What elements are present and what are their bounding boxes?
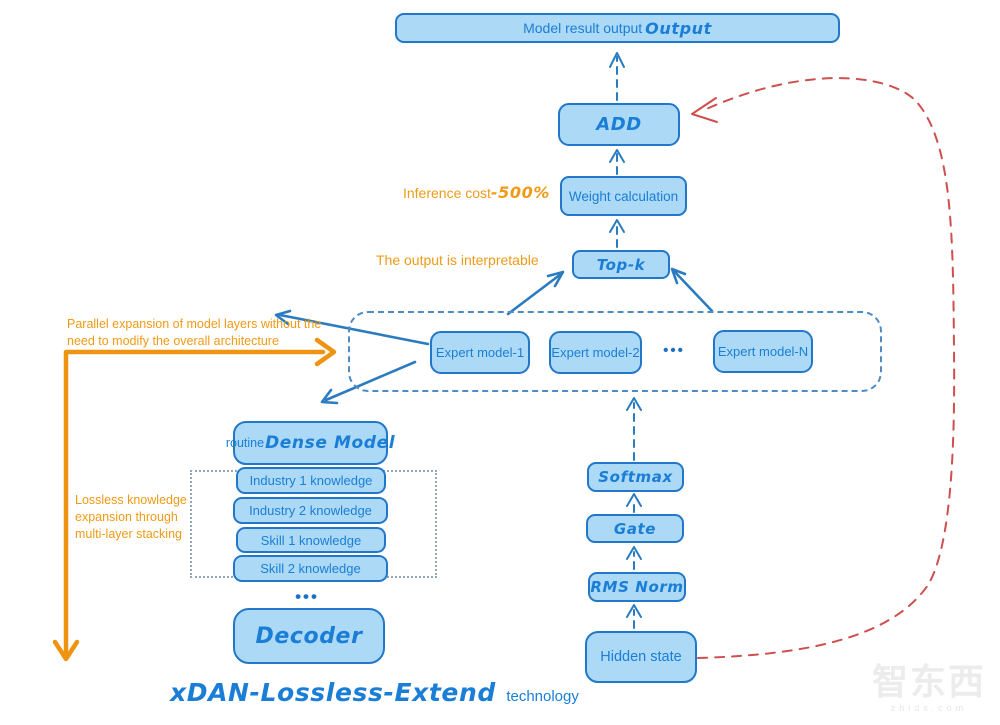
stack-ellipsis: ••• [295, 587, 319, 606]
interpretable-note: The output is interpretable [376, 252, 539, 268]
node-add: ADD [558, 103, 680, 146]
node-decoder: Decoder [233, 608, 385, 664]
arrow-gate-to-softmax [626, 493, 642, 513]
inference-cost-note: Inference cost-500% [398, 184, 550, 202]
watermark-domain: zhidx.com [890, 703, 968, 713]
footer-title-suffix: technology [506, 688, 579, 705]
node-industry1-knowledge: Industry 1 knowledge [236, 467, 386, 494]
arrow-expert1-to-topk [506, 270, 565, 316]
node-hidden-state: Hidden state [585, 631, 697, 683]
node-expert-n: Expert model-N [713, 330, 813, 373]
node-rms-norm: RMS Norm [588, 572, 686, 602]
inference-cost-value: -500% [490, 183, 550, 202]
experts-ellipsis: ••• [663, 342, 685, 359]
dense-model-prefix: routine [225, 436, 265, 450]
node-softmax: Softmax [587, 462, 684, 492]
node-expert-1: Expert model-1 [430, 331, 530, 374]
arrow-hiddenstate-to-rmsnorm [626, 604, 642, 629]
output-label-hand: Output [645, 18, 712, 38]
dense-model-label: Dense Model [265, 433, 396, 453]
output-label: Model result output [523, 20, 643, 36]
red-feedback-arrow [691, 77, 956, 659]
orange-expansion-arrow [52, 337, 337, 662]
arrow-experts-to-lower-left [320, 360, 417, 405]
node-skill1-knowledge: Skill 1 knowledge [236, 527, 386, 553]
node-industry2-knowledge: Industry 2 knowledge [233, 497, 388, 524]
arrow-expertN-to-topk [670, 267, 714, 313]
watermark: 智东西 zhidx.com [871, 661, 986, 714]
arrow-weightcalc-to-add [609, 149, 625, 175]
node-skill2-knowledge: Skill 2 knowledge [233, 555, 388, 582]
node-gate: Gate [586, 514, 684, 543]
watermark-brand: 智东西 [871, 661, 986, 702]
lossless-expansion-note: Lossless knowledge expansion through mul… [75, 493, 187, 541]
footer-title: xDAN-Lossless-Extend technology [170, 678, 579, 707]
arrow-softmax-to-experts [626, 397, 642, 461]
arrow-topk-to-weightcalc [609, 219, 625, 248]
inference-cost-label: Inference cost [402, 185, 491, 201]
experts-container [348, 311, 882, 392]
arrow-rmsnorm-to-gate [626, 546, 642, 570]
arrow-add-to-output [609, 52, 625, 101]
node-weight-calculation: Weight calculation [560, 176, 687, 216]
node-topk: Top-k [572, 250, 670, 279]
node-expert-2: Expert model-2 [549, 331, 642, 374]
parallel-expansion-note: Parallel expansion of model layers witho… [67, 317, 322, 348]
footer-title-hand: xDAN-Lossless-Extend [170, 678, 496, 707]
node-dense-model: routine Dense Model [226, 421, 395, 465]
node-model-result-output: Model result output Output [395, 13, 840, 43]
